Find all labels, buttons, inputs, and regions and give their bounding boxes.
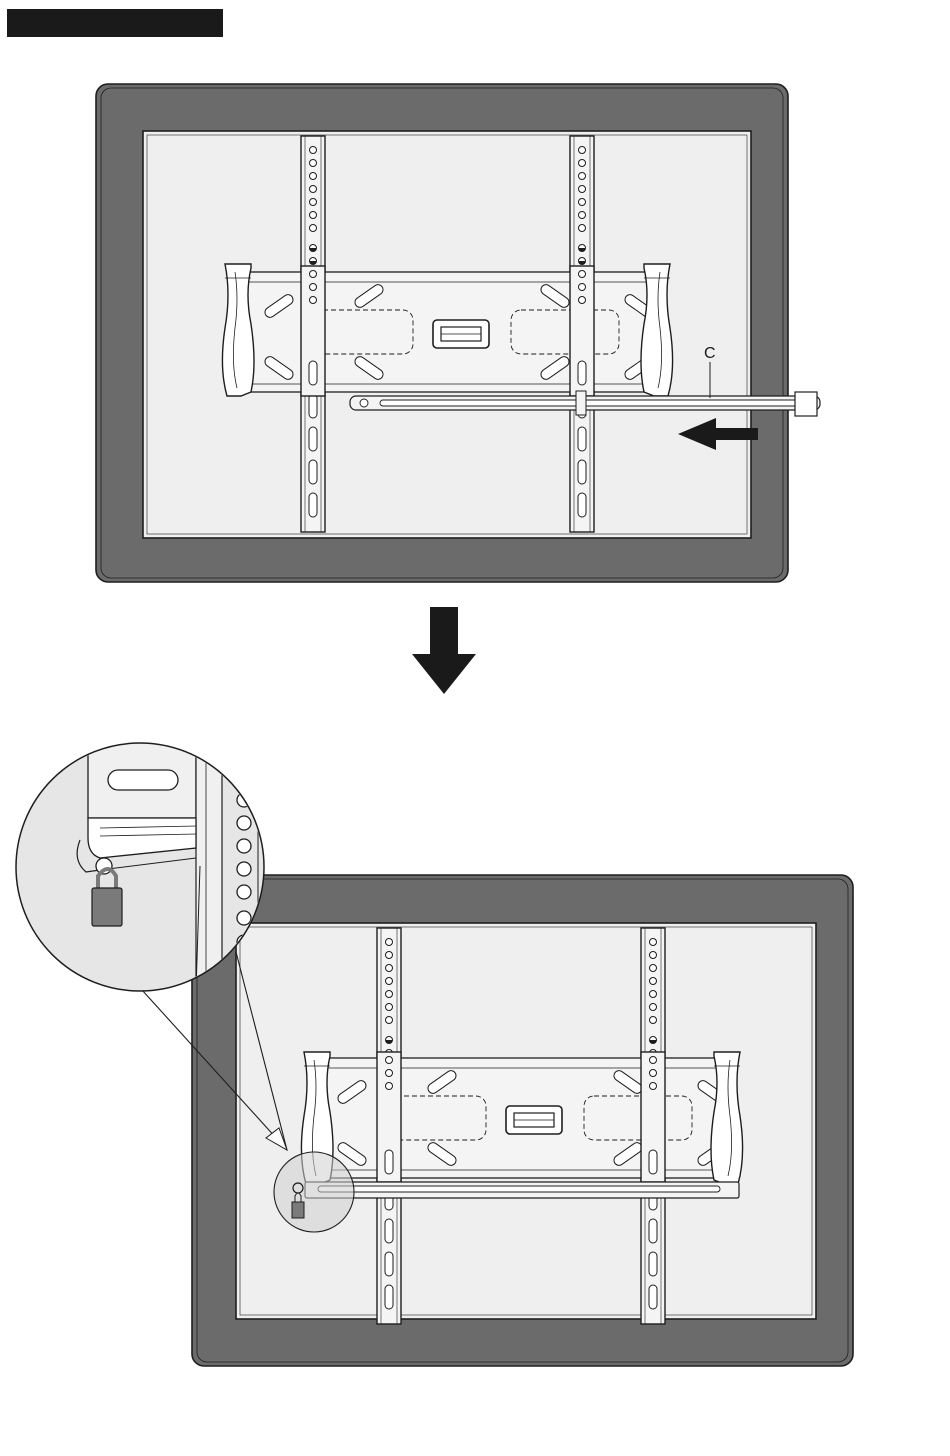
safety-bar <box>305 1182 739 1198</box>
down-arrow-icon <box>412 607 476 694</box>
part-label-c: C <box>704 345 716 362</box>
padlock-icon <box>92 888 122 926</box>
lock-detail-marker <box>274 1152 354 1232</box>
padlock-icon <box>292 1202 304 1218</box>
tv-step-one: C <box>96 84 820 582</box>
section-header-bar <box>7 9 223 37</box>
tv-step-two <box>142 875 853 1366</box>
